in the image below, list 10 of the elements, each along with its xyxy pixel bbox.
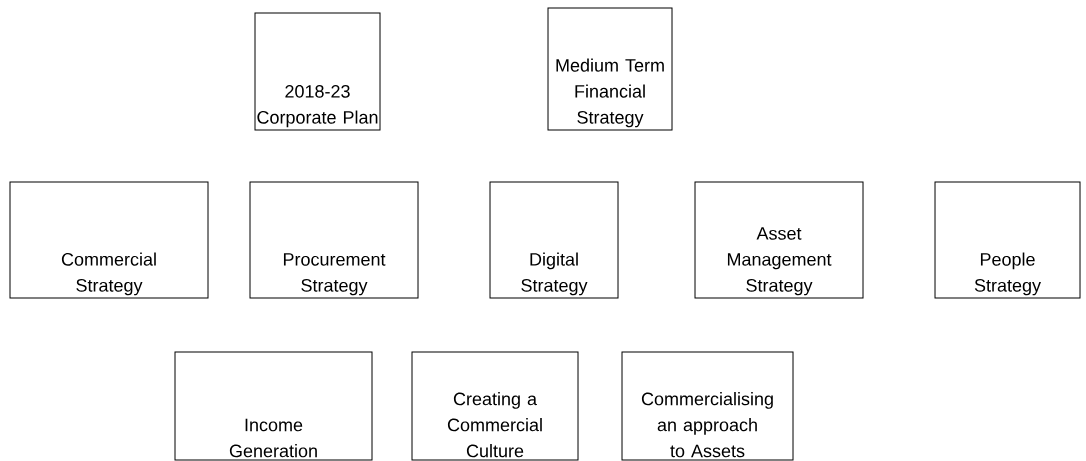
process-box: Asset Management Strategy [694,181,864,299]
process-box: Commercial Strategy [9,181,209,299]
process-box: People Strategy [934,181,1081,299]
process-box: Income Generation [174,351,373,461]
process-box: Procurement Strategy [249,181,419,299]
process-box: Creating a Commercial Culture [411,351,579,461]
process-box: Medium Term Financial Strategy [547,7,673,131]
process-box: Commercialising an approach to Assets [621,351,794,461]
process-box: Digital Strategy [489,181,619,299]
process-box: 2018-23 Corporate Plan [254,12,381,131]
